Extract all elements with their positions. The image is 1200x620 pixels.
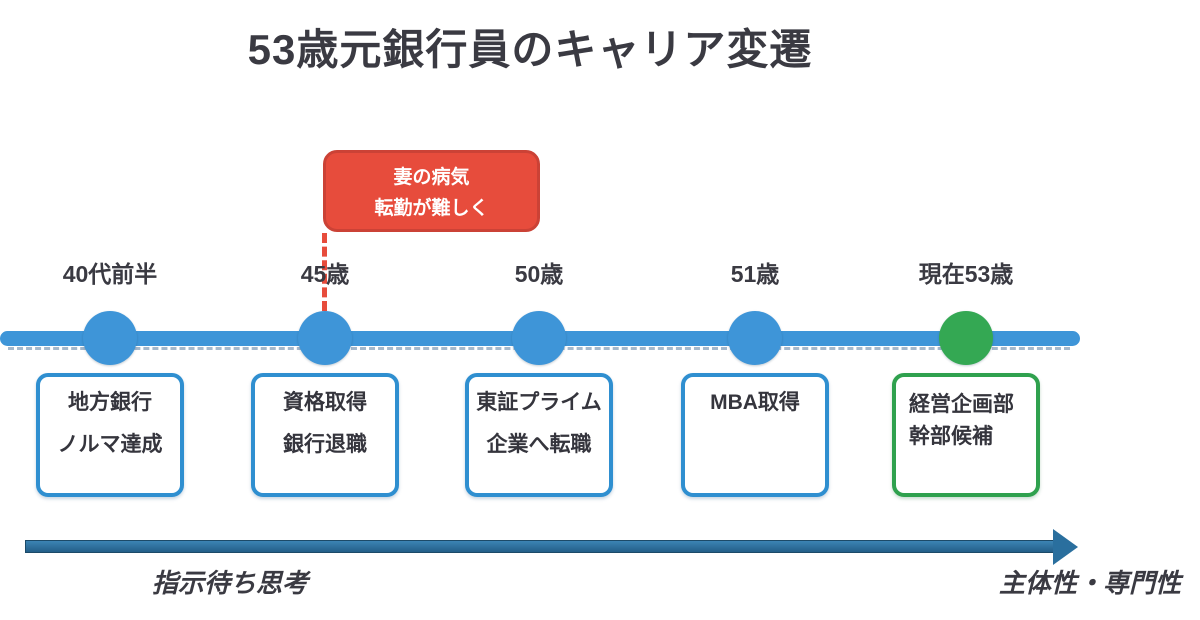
page-title: 53歳元銀行員のキャリア変遷 [247, 26, 813, 73]
callout-line-2: 転勤が難しく [374, 198, 489, 219]
timeline-dot [728, 311, 782, 365]
milestone-age-label: 45歳 [300, 261, 350, 287]
milestone-card: 資格取得 銀行退職 [251, 373, 399, 497]
timeline-dot-current [939, 311, 993, 365]
card-line: MBA取得 [710, 391, 800, 414]
growth-axis-arrow-head [1053, 529, 1078, 565]
milestone-card: MBA取得 [681, 373, 829, 497]
axis-label-left: 指示待ち思考 [151, 568, 308, 598]
timeline-dot [298, 311, 352, 365]
milestone-age-label: 51歳 [730, 261, 780, 287]
card-line: 資格取得 [283, 391, 367, 414]
milestone-age-label: 現在53歳 [918, 261, 1014, 287]
card-line: ノルマ達成 [57, 433, 163, 456]
growth-axis-arrow-shaft [25, 540, 1055, 553]
card-line: 幹部候補 [909, 425, 993, 448]
milestone-51: 51歳 MBA取得 [645, 255, 865, 505]
milestone-current-53: 現在53歳 経営企画部 幹部候補 [856, 255, 1076, 505]
card-line: 経営企画部 [909, 393, 1014, 416]
milestone-age-label: 50歳 [514, 261, 564, 287]
milestone-card: 東証プライム 企業へ転職 [465, 373, 613, 497]
axis-label-right: 主体性・専門性 [998, 568, 1181, 598]
card-line: 東証プライム [476, 391, 602, 414]
milestone-40s: 40代前半 地方銀行 ノルマ達成 [0, 255, 220, 505]
milestone-age-label: 40代前半 [62, 261, 158, 287]
card-line: 銀行退職 [283, 433, 367, 456]
timeline-dot [83, 311, 137, 365]
event-callout: 妻の病気 転勤が難しく [323, 150, 540, 232]
callout-dashed-connector [322, 233, 327, 311]
milestone-45: 45歳 資格取得 銀行退職 [215, 255, 435, 505]
timeline-dot [512, 311, 566, 365]
card-line: 企業へ転職 [486, 433, 592, 456]
callout-line-1: 妻の病気 [393, 167, 470, 188]
milestone-card-current: 経営企画部 幹部候補 [892, 373, 1040, 497]
milestone-card: 地方銀行 ノルマ達成 [36, 373, 184, 497]
milestone-50: 50歳 東証プライム 企業へ転職 [429, 255, 649, 505]
card-line: 地方銀行 [68, 391, 152, 414]
